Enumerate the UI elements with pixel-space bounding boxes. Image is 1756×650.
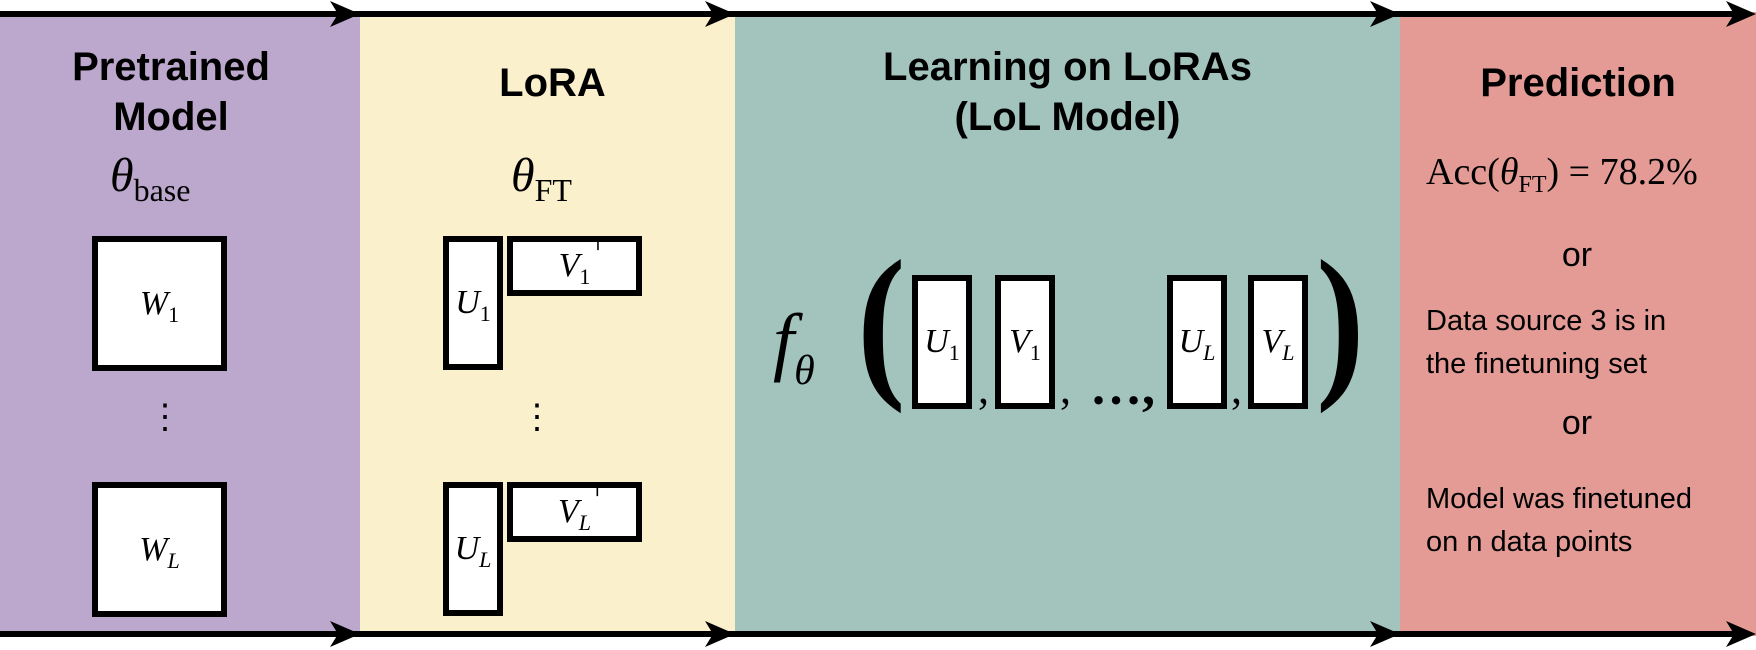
theta-base-subscript: base bbox=[133, 172, 191, 208]
lora-vdots: ⋮ bbox=[520, 399, 554, 436]
lol-title-line2: (LoL Model) bbox=[954, 95, 1181, 139]
lol-function-f: f bbox=[773, 299, 795, 383]
theta-symbol: θ bbox=[110, 149, 134, 202]
prediction-or-1: or bbox=[1561, 236, 1593, 274]
lol-input-v1: V1 bbox=[995, 275, 1055, 409]
lora-vlt-transpose: ⊤ bbox=[587, 479, 607, 501]
lol-function-symbol: fθ bbox=[773, 298, 815, 394]
prediction-data-source-line1: Data source 3 is in bbox=[1426, 305, 1667, 337]
matrix-wl-letter: W bbox=[139, 530, 168, 568]
lora-vlt: VL ⊤ bbox=[507, 479, 642, 542]
lora-v1t: V1 ⊤ bbox=[507, 233, 642, 296]
lora-v1t-sub: 1 bbox=[579, 264, 591, 289]
lora-u1-letter: U bbox=[455, 284, 480, 321]
lora-u1-sub: 1 bbox=[479, 301, 491, 326]
pretrained-title-line2: Model bbox=[113, 95, 229, 139]
matrix-wl: WL bbox=[92, 482, 227, 617]
lol-open-paren: ( bbox=[857, 226, 906, 414]
matrix-w1: W1 bbox=[92, 236, 227, 371]
lol-input-vl: VL bbox=[1248, 275, 1308, 409]
matrix-w1-sub: 1 bbox=[168, 301, 180, 327]
prediction-data-source-line2: the finetuning set bbox=[1426, 348, 1647, 380]
accuracy-prefix: Acc( bbox=[1426, 151, 1500, 193]
pretrained-vdots: ⋮ bbox=[148, 399, 182, 436]
lol-input-ul-letter: U bbox=[1178, 323, 1204, 360]
lol-input-ul-sub: L bbox=[1203, 340, 1216, 365]
prediction-data-source: Data source 3 is in the finetuning set bbox=[1426, 300, 1666, 386]
lora-vlt-letter: V bbox=[557, 493, 579, 530]
lol-close-paren: ) bbox=[1316, 226, 1365, 414]
accuracy-suffix: ) = 78.2% bbox=[1546, 151, 1698, 193]
pretrained-title-line1: Pretrained bbox=[72, 45, 270, 89]
lol-title: Learning on LoRAs (LoL Model) bbox=[735, 42, 1400, 142]
theta-symbol: θ bbox=[511, 149, 535, 202]
lol-title-line1: Learning on LoRAs bbox=[883, 45, 1252, 89]
lol-input-u1-letter: U bbox=[924, 323, 949, 360]
prediction-panel bbox=[1400, 12, 1756, 636]
prediction-title: Prediction bbox=[1480, 61, 1676, 105]
prediction-data-points-line2: on n data points bbox=[1426, 526, 1633, 558]
lol-ellipsis: …, bbox=[1090, 359, 1155, 416]
lora-ul-letter: U bbox=[454, 530, 480, 567]
theta-ft-subscript: FT bbox=[534, 172, 572, 208]
lol-comma-3: , bbox=[1231, 364, 1242, 413]
accuracy-theta: θ bbox=[1499, 151, 1519, 193]
prediction-accuracy: Acc(θFT) = 78.2% bbox=[1426, 150, 1698, 198]
lora-ul-sub: L bbox=[479, 547, 492, 572]
prediction-data-points-line1: Model was finetuned bbox=[1426, 483, 1692, 515]
lora-title: LoRA bbox=[499, 61, 606, 105]
lol-input-vl-letter: V bbox=[1261, 323, 1283, 360]
prediction-or-2: or bbox=[1561, 404, 1593, 442]
lora-v1t-letter: V bbox=[558, 247, 580, 284]
prediction-data-points: Model was finetuned on n data points bbox=[1426, 478, 1692, 564]
pretrained-title: Pretrained Model bbox=[0, 42, 342, 142]
lol-input-ul: UL bbox=[1167, 275, 1227, 409]
lora-v1t-transpose: ⊤ bbox=[588, 233, 608, 255]
lora-vlt-sub: L bbox=[578, 510, 592, 535]
theta-base-symbol: θbase bbox=[110, 148, 190, 208]
lol-comma-2: , bbox=[1060, 364, 1071, 413]
lol-input-v1-sub: 1 bbox=[1029, 340, 1041, 365]
matrix-wl-sub: L bbox=[167, 547, 180, 573]
lol-input-u1: U1 bbox=[912, 275, 972, 409]
accuracy-sub: FT bbox=[1518, 172, 1547, 198]
lora-u1: U1 bbox=[443, 236, 503, 370]
lol-input-vl-sub: L bbox=[1282, 340, 1295, 365]
lol-input-v1-letter: V bbox=[1009, 323, 1030, 360]
lol-comma-1: , bbox=[978, 364, 989, 413]
lol-function-theta: θ bbox=[794, 348, 815, 394]
lora-ul: UL bbox=[443, 482, 503, 616]
theta-ft-symbol: θFT bbox=[511, 148, 572, 208]
lol-input-u1-sub: 1 bbox=[948, 340, 960, 365]
matrix-w1-letter: W bbox=[139, 284, 169, 322]
